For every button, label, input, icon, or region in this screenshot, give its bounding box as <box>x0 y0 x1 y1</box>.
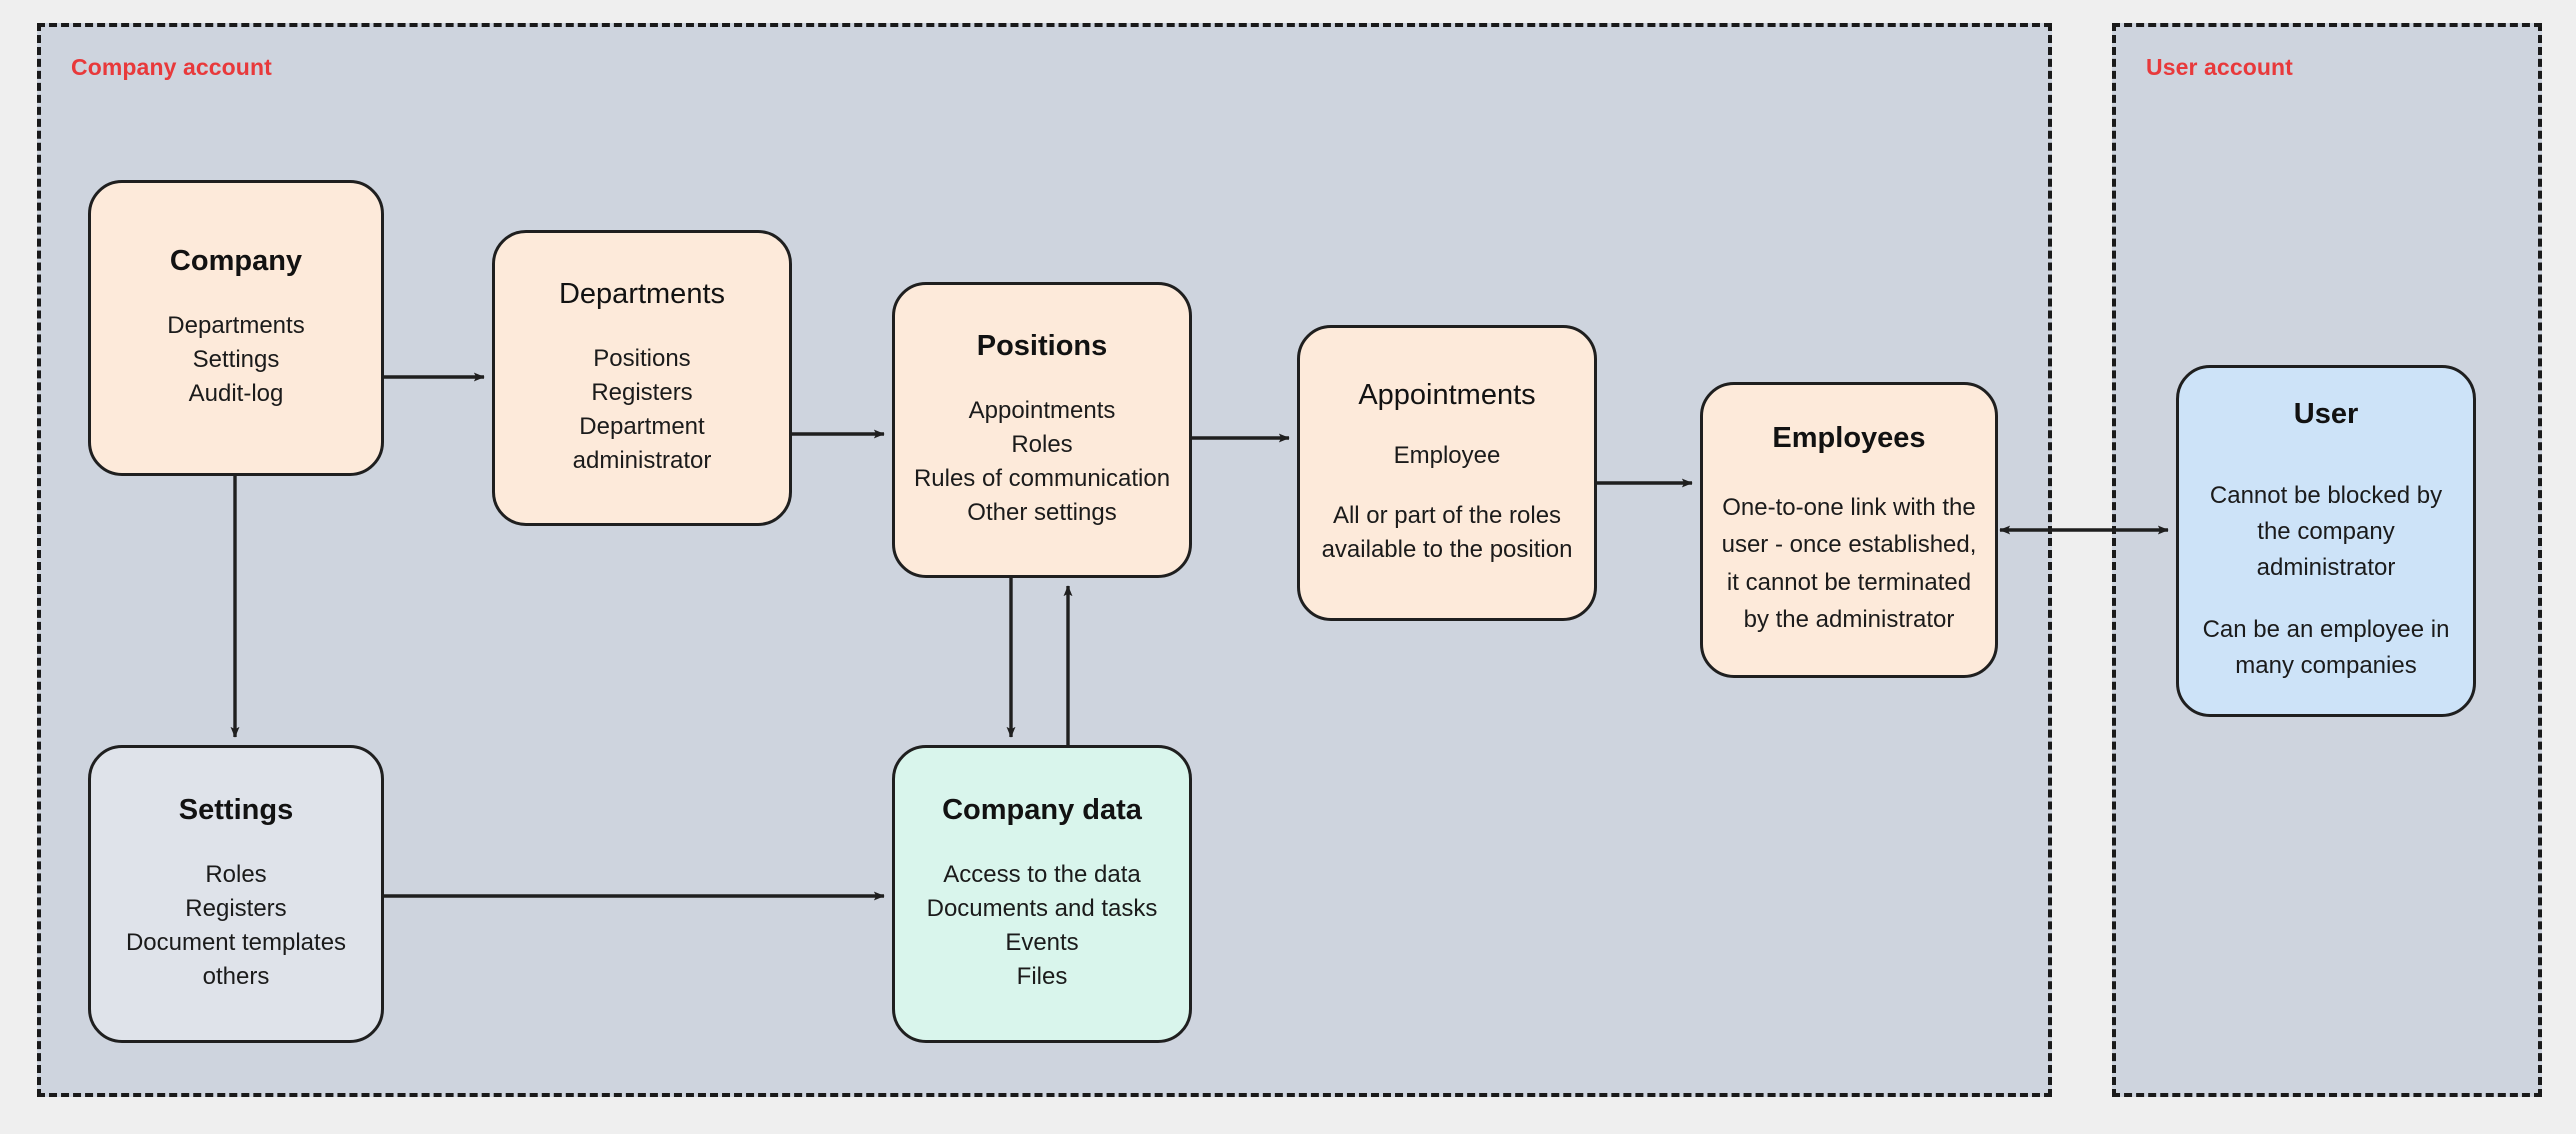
node-company-data-line: Access to the data <box>943 860 1141 888</box>
node-employees-title: Employees <box>1772 421 1926 454</box>
node-employees-lines: One-to-one link with the user - once est… <box>1715 489 1983 638</box>
node-company-lines: Departments Settings Audit-log <box>167 309 304 411</box>
node-positions[interactable]: Positions Appointments Roles Rules of co… <box>892 282 1192 578</box>
node-departments[interactable]: Departments Positions Registers Departme… <box>492 230 792 526</box>
node-user-paragraph-2: Can be an employee in many companies <box>2202 615 2450 679</box>
node-settings-lines: Roles Registers Document templates other… <box>126 858 346 994</box>
node-user-lines: Cannot be blocked by the company adminis… <box>2191 478 2461 684</box>
node-company-line: Departments <box>167 311 305 339</box>
node-company[interactable]: Company Departments Settings Audit-log <box>88 180 384 476</box>
node-appointments-paragraph: All or part of the roles available to th… <box>1321 501 1573 563</box>
node-departments-lines: Positions Registers Department administr… <box>507 342 777 478</box>
node-departments-line: Department administrator <box>572 412 712 474</box>
node-employees-paragraph: One-to-one link with the user - once est… <box>1721 494 1977 633</box>
node-departments-line: Positions <box>593 344 691 372</box>
node-positions-lines: Appointments Roles Rules of communicatio… <box>914 394 1170 530</box>
node-appointments-title: Appointments <box>1358 379 1536 412</box>
node-positions-line: Appointments <box>968 396 1116 424</box>
node-company-line: Settings <box>192 345 280 373</box>
node-company-line: Audit-log <box>188 379 284 407</box>
node-user[interactable]: User Cannot be blocked by the company ad… <box>2176 365 2476 717</box>
node-departments-title: Departments <box>558 278 725 311</box>
node-company-data-title: Company data <box>942 794 1142 827</box>
node-company-data[interactable]: Company data Access to the data Document… <box>892 745 1192 1043</box>
node-appointments-lines: Employee All or part of the roles availa… <box>1312 439 1582 567</box>
node-positions-line: Other settings <box>967 498 1117 526</box>
node-settings-line: Registers <box>185 894 287 922</box>
node-company-title: Company <box>169 245 303 278</box>
node-settings[interactable]: Settings Roles Registers Document templa… <box>88 745 384 1043</box>
node-settings-line: Roles <box>205 860 267 888</box>
company-account-label: Company account <box>71 54 272 80</box>
user-account-label: User account <box>2146 54 2293 80</box>
node-settings-line: others <box>202 962 270 990</box>
node-settings-line: Document templates <box>125 928 347 956</box>
node-positions-line: Rules of communication <box>913 464 1171 492</box>
node-company-data-line: Events <box>1005 928 1079 956</box>
node-company-data-lines: Access to the data Documents and tasks E… <box>927 858 1158 994</box>
node-positions-line: Roles <box>1011 430 1073 458</box>
node-departments-line: Registers <box>591 378 693 406</box>
node-appointments-line: Employee <box>1393 441 1501 469</box>
node-company-data-line: Documents and tasks <box>926 894 1158 922</box>
node-company-data-line: Files <box>1016 962 1068 990</box>
node-employees[interactable]: Employees One-to-one link with the user … <box>1700 382 1998 678</box>
node-user-paragraph: Cannot be blocked by the company adminis… <box>2209 481 2443 581</box>
node-positions-title: Positions <box>976 330 1108 363</box>
node-user-title: User <box>2293 398 2359 431</box>
node-settings-title: Settings <box>178 794 294 827</box>
node-appointments[interactable]: Appointments Employee All or part of the… <box>1297 325 1597 621</box>
